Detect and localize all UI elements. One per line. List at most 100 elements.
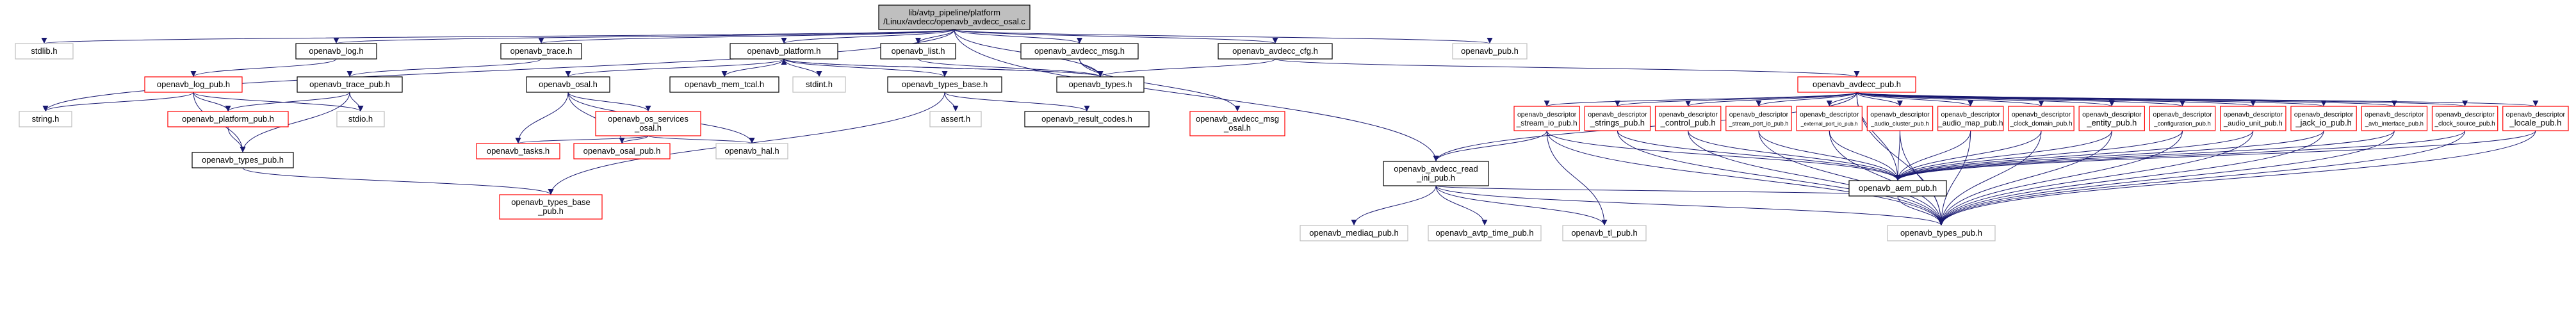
node-desc-clock-domain[interactable]: openavb_descriptor _clock_domain_pub.h xyxy=(2008,106,2075,131)
node-label: _stream_io_pub.h xyxy=(1516,118,1577,127)
node-desc-jack-io[interactable]: openavb_descriptor_jack_io_pub.h xyxy=(2290,106,2357,131)
node-trace[interactable]: openavb_trace.h xyxy=(500,43,582,60)
node-label: _clock_domain_pub.h xyxy=(2010,120,2073,127)
node-desc-audio-unit[interactable]: openavb_descriptor_audio_unit_pub.h xyxy=(2220,106,2287,131)
edge-desc_stream_port_io-to-types_pub2 xyxy=(1758,130,1944,226)
node-types-base[interactable]: openavb_types_base.h xyxy=(887,76,1002,93)
edge-avdecc_cfg-to-avdecc_pub xyxy=(1275,58,1859,78)
node-tl-pub: openavb_tl_pub.h xyxy=(1562,225,1647,241)
node-osal-pub[interactable]: openavb_osal_pub.h xyxy=(573,143,671,159)
node-label: openavb_descriptor xyxy=(2506,111,2566,118)
edge-platform-to-types_base xyxy=(783,58,948,78)
node-avdecc-msg[interactable]: openavb_avdecc_msg.h xyxy=(1020,43,1139,60)
node-desc-stream-port-io[interactable]: openavb_descriptor_stream_port_io_pub.h xyxy=(1725,106,1792,131)
edge-desc_external_port_io-to-aem_pub xyxy=(1829,130,1901,181)
node-box xyxy=(1513,106,1580,131)
edge-log_pub-to-string xyxy=(42,92,194,112)
edge-desc_audio_unit-to-types_pub2 xyxy=(1938,130,2254,226)
edge-avdecc_read_ini-to-avtp_time_pub xyxy=(1435,185,1488,226)
edge-root-to-pub xyxy=(954,29,1492,44)
node-desc-strings[interactable]: openavb_descriptor_strings_pub.h xyxy=(1584,106,1651,131)
edge-trace_pub-to-platform_pub xyxy=(225,92,350,112)
node-log-pub[interactable]: openavb_log_pub.h xyxy=(144,76,243,93)
edge-desc_jack_io-to-types_pub2 xyxy=(1938,130,2324,226)
node-label: openavb_types_base.h xyxy=(902,79,988,89)
node-desc-stream-io[interactable]: openavb_descriptor_stream_io_pub.h xyxy=(1513,106,1580,131)
node-log[interactable]: openavb_log.h xyxy=(295,43,377,60)
node-types-base-pub[interactable]: openavb_types_base_pub.h xyxy=(499,194,603,220)
edge-avdecc_pub-to-desc_jack_io xyxy=(1856,92,2326,107)
node-box xyxy=(2502,106,2569,131)
node-avdecc-read-ini[interactable]: openavb_avdecc_read_ini_pub.h xyxy=(1383,161,1489,186)
node-label: openavb_avdecc_msg xyxy=(1196,114,1279,124)
node-desc-audio-cluster[interactable]: openavb_descriptor_audio_cluster_pub.h xyxy=(1866,106,1934,131)
node-result-codes[interactable]: openavb_result_codes.h xyxy=(1024,111,1150,127)
node-box xyxy=(792,76,846,93)
node-label: _audio_unit_pub.h xyxy=(2223,120,2283,127)
edge-osal-to-os_services xyxy=(567,92,651,112)
node-label: stdio.h xyxy=(348,114,373,124)
node-osal[interactable]: openavb_osal.h xyxy=(526,76,610,93)
edge-trace-to-trace_pub xyxy=(346,58,542,78)
node-types-pub[interactable]: openavb_types_pub.h xyxy=(192,152,294,168)
edge-desc_stream_io-to-types_pub2 xyxy=(1546,130,1944,226)
node-label: assert.h xyxy=(941,114,970,124)
edge-os_services-to-osal_pub xyxy=(619,135,649,144)
edge-avdecc_pub-to-desc_stream_port_io xyxy=(1756,92,1857,107)
node-box xyxy=(880,43,956,60)
node-box xyxy=(1562,225,1647,241)
node-box xyxy=(878,4,1031,30)
edge-types_base-to-result_codes xyxy=(944,92,1090,112)
node-label: stdlib.h xyxy=(31,46,57,56)
node-stdlib: stdlib.h xyxy=(15,43,74,60)
node-label: openavb_mediaq_pub.h xyxy=(1309,228,1399,238)
node-desc-external-port-io[interactable]: openavb_descriptor_external_port_io_pub.… xyxy=(1796,106,1863,131)
node-root[interactable]: lib/avtp_pipeline/platform/Linux/avdecc/… xyxy=(878,4,1031,30)
edge-avdecc_cfg-to-types xyxy=(1097,58,1276,78)
node-box xyxy=(526,76,610,93)
node-box xyxy=(192,152,294,168)
node-box xyxy=(1797,76,1916,93)
node-box xyxy=(1452,43,1528,60)
node-label: openavb_types_base xyxy=(511,197,591,207)
edge-avdecc_pub-to-desc_clock_domain xyxy=(1856,92,2044,107)
node-list[interactable]: openavb_list.h xyxy=(880,43,956,60)
node-os-services[interactable]: openavb_os_services_osal.h xyxy=(595,111,701,136)
edge-avdecc_pub-to-desc_locale xyxy=(1856,92,2538,107)
node-avdecc-cfg[interactable]: openavb_avdecc_cfg.h xyxy=(1218,43,1333,60)
edge-avdecc_pub-to-desc_control xyxy=(1685,92,1857,107)
node-desc-avb-interface[interactable]: openavb_descriptor_avb_interface_pub.h xyxy=(2361,106,2428,131)
edge-desc_control-to-aem_pub xyxy=(1688,130,1901,181)
edge-desc_stream_io-to-aem_pub xyxy=(1546,130,1901,181)
node-box xyxy=(1383,161,1489,186)
node-avdecc-pub[interactable]: openavb_avdecc_pub.h xyxy=(1797,76,1916,93)
node-box xyxy=(730,43,838,60)
node-mem-tcal[interactable]: openavb_mem_tcal.h xyxy=(669,76,779,93)
node-trace-pub[interactable]: openavb_trace_pub.h xyxy=(297,76,403,93)
node-desc-clock-source[interactable]: openavb_descriptor_clock_source_pub.h xyxy=(2431,106,2499,131)
edge-avdecc_pub-to-desc_stream_io xyxy=(1544,92,1857,107)
node-string: string.h xyxy=(19,111,72,127)
node-box xyxy=(167,111,289,127)
node-avdecc-msg-osal[interactable]: openavb_avdecc_msg_osal.h xyxy=(1189,111,1285,136)
node-desc-locale[interactable]: openavb_descriptor_locale_pub.h xyxy=(2502,106,2569,131)
node-desc-audio-map[interactable]: openavb_descriptor_audio_map_pub.h xyxy=(1937,106,2004,131)
node-types[interactable]: openavb_types.h xyxy=(1056,76,1145,93)
edge-desc_locale-to-aem_pub xyxy=(1895,130,2536,181)
node-label: openavb_descriptor xyxy=(1729,111,1789,118)
node-label: _locale_pub.h xyxy=(2509,118,2561,127)
node-desc-entity[interactable]: openavb_descriptor_entity_pub.h xyxy=(2078,106,2145,131)
node-tasks[interactable]: openavb_tasks.h xyxy=(476,143,560,159)
node-box xyxy=(2078,106,2145,131)
node-desc-control[interactable]: openavb_descriptor_control_pub.h xyxy=(1654,106,1722,131)
node-box xyxy=(500,43,582,60)
node-desc-configuration[interactable]: openavb_descriptor_configuration_pub.h xyxy=(2149,106,2216,131)
node-platform-pub[interactable]: openavb_platform_pub.h xyxy=(167,111,289,127)
node-label: openavb_list.h xyxy=(892,46,945,56)
node-platform[interactable]: openavb_platform.h xyxy=(730,43,838,60)
node-label: openavb_descriptor xyxy=(2012,111,2071,118)
node-aem-pub[interactable]: openavb_aem_pub.h xyxy=(1848,180,1947,197)
edge-root-to-avdecc_cfg xyxy=(954,29,1278,44)
node-box xyxy=(1218,43,1333,60)
node-label: openavb_descriptor xyxy=(2294,111,2354,118)
